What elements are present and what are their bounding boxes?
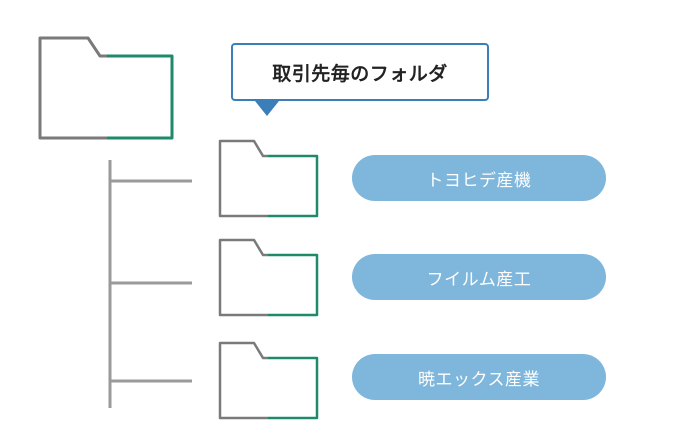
client-name: フイルム産工 <box>426 269 532 290</box>
tree-connector <box>108 160 192 408</box>
client-label-pill: トヨヒデ産機 <box>352 155 606 201</box>
client-folder-icon <box>218 238 319 317</box>
client-name: トヨヒデ産機 <box>426 170 532 191</box>
folder-callout: 取引先毎のフォルダ <box>231 43 489 101</box>
client-name: 暁エックス産業 <box>418 369 540 390</box>
client-label-pill: 暁エックス産業 <box>352 354 606 400</box>
parent-folder-icon <box>38 36 174 140</box>
client-folder-icon <box>218 341 319 420</box>
callout-label: 取引先毎のフォルダ <box>272 62 448 85</box>
callout-pointer <box>255 101 279 116</box>
client-label-pill: フイルム産工 <box>352 254 606 300</box>
client-folder-icon <box>218 139 319 218</box>
